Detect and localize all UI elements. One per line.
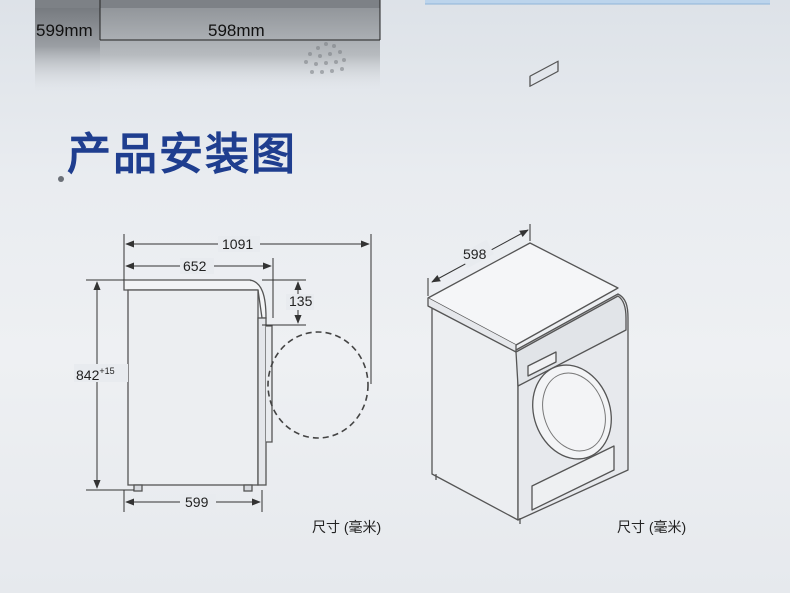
side-front-panel	[257, 317, 267, 486]
photo-width-label-left: 599mm	[36, 21, 93, 40]
iso-kick-plate	[531, 445, 615, 511]
machine-top-edge	[35, 0, 380, 8]
side-view-drawing	[123, 279, 273, 492]
iso-view-drawing	[427, 60, 629, 524]
right-panel-edge	[425, 0, 770, 4]
label-base-width: 599	[185, 494, 209, 510]
product-photo-strip: 599mm 598mm	[35, 0, 770, 92]
iso-control-display	[529, 60, 559, 87]
label-height-tolerance: +15	[99, 366, 114, 376]
iso-display-window	[527, 351, 557, 377]
side-foot-left	[133, 484, 143, 492]
iso-view-units: 尺寸 (毫米)	[617, 519, 687, 535]
side-top-cover	[123, 279, 259, 291]
label-door-offset: 135	[289, 293, 313, 309]
section-title: 产品安装图	[67, 129, 297, 180]
label-height-value: 842	[76, 367, 100, 383]
label-iso-width: 598	[463, 246, 487, 262]
title-divider	[58, 176, 558, 182]
label-height: 842+15	[76, 366, 115, 383]
side-view-units: 尺寸 (毫米)	[312, 519, 382, 535]
side-foot-right	[243, 484, 253, 492]
side-body	[127, 289, 259, 486]
machine-side-panel	[35, 0, 100, 92]
iso-door-inner	[542, 372, 606, 452]
door-swing-arc	[267, 331, 369, 439]
speaker-grille	[304, 42, 346, 74]
label-total-depth: 1091	[222, 236, 253, 252]
label-body-depth: 652	[183, 258, 207, 274]
side-door-profile	[266, 325, 273, 443]
photo-width-label-center: 598mm	[208, 21, 265, 40]
